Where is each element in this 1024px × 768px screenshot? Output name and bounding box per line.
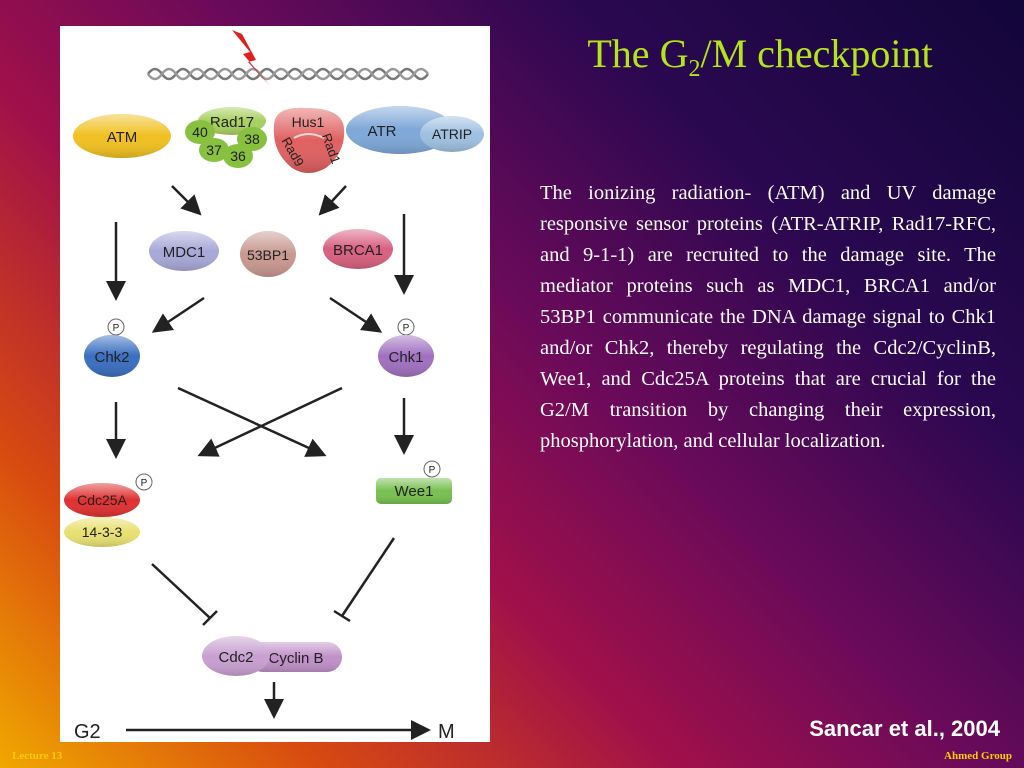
citation: Sancar et al., 2004 [809, 716, 1000, 741]
arrow-sensor-brca1 [318, 185, 347, 216]
m-label: M [438, 721, 455, 742]
cdc25a-phospho-label: P [141, 478, 148, 489]
atr-label: ATR [368, 123, 397, 140]
rfc36-label: 36 [230, 148, 246, 164]
rad17-label: Rad17 [210, 114, 254, 131]
inhibit-cdc25a-cdc2 [151, 563, 218, 626]
arrow-mediator-chk1 [329, 296, 383, 333]
atr-atrip-complex: ATR ATRIP [346, 106, 484, 154]
body-text: The ionizing radiation- (ATM) and UV dam… [540, 182, 996, 452]
chk2-node: P Chk2 [84, 318, 140, 377]
cdc25a-label: Cdc25A [77, 492, 127, 508]
rfc38-label: 38 [244, 131, 260, 147]
wee1-label: Wee1 [395, 483, 434, 500]
title-prefix: The G [587, 31, 689, 76]
chk2-phospho-label: P [113, 323, 120, 334]
chk1-label: Chk1 [388, 349, 423, 366]
arrow-sensor-mdc1 [171, 185, 202, 216]
atm-label: ATM [107, 129, 138, 146]
title-subscript: 2 [688, 56, 701, 82]
hus1-label: Hus1 [292, 114, 325, 130]
cdc2-label: Cdc2 [218, 649, 253, 666]
chk1-phospho-label: P [403, 323, 410, 334]
rfc37-label: 37 [206, 142, 222, 158]
slide-title: The G2/M checkpoint [520, 30, 1000, 83]
chk2-label: Chk2 [94, 349, 129, 366]
protein1433-label: 14-3-3 [82, 524, 123, 540]
chk1-node: P Chk1 [378, 318, 434, 377]
diagram-canvas: ATM Rad17 40 38 37 36 Hus1 Rad9 Rad1 [64, 30, 484, 742]
mdc1-node: MDC1 [149, 231, 219, 271]
brca1-label: BRCA1 [333, 242, 383, 259]
53bp1-label: 53BP1 [247, 247, 289, 263]
footer-group: Ahmed Group [944, 750, 1012, 762]
inhibit-wee1-cdc2 [333, 537, 396, 623]
mdc1-label: MDC1 [163, 244, 206, 261]
checkpoint-diagram: ATM Rad17 40 38 37 36 Hus1 Rad9 Rad1 [60, 26, 490, 742]
arrow-chk1-cdc25a [197, 386, 343, 457]
wee1-phospho-label: P [429, 465, 436, 476]
rfc40-label: 40 [192, 124, 208, 140]
cdc2-cyclinb-complex: Cyclin B Cdc2 [202, 636, 342, 676]
wee1-node: P Wee1 [376, 460, 452, 504]
arrow-chk2-wee1 [177, 386, 327, 457]
rad17-rfc-complex: Rad17 40 38 37 36 [185, 107, 267, 168]
brca1-node: BRCA1 [323, 229, 393, 269]
atrip-label: ATRIP [432, 126, 472, 142]
g2-label: G2 [74, 721, 101, 742]
dna-helix-icon [146, 67, 430, 81]
cyclinb-label: Cyclin B [268, 650, 323, 667]
title-suffix: /M checkpoint [700, 31, 933, 76]
911-clamp-complex: Hus1 Rad9 Rad1 [273, 107, 345, 173]
lightning-bolt-icon [232, 30, 270, 86]
arrow-mediator-chk2 [151, 296, 205, 333]
footer-lecture: Lecture 13 [12, 750, 63, 762]
atm-node: ATM [73, 114, 171, 158]
cdc25a-node: P Cdc25A 14-3-3 [64, 473, 153, 547]
53bp1-node: 53BP1 [240, 231, 296, 277]
